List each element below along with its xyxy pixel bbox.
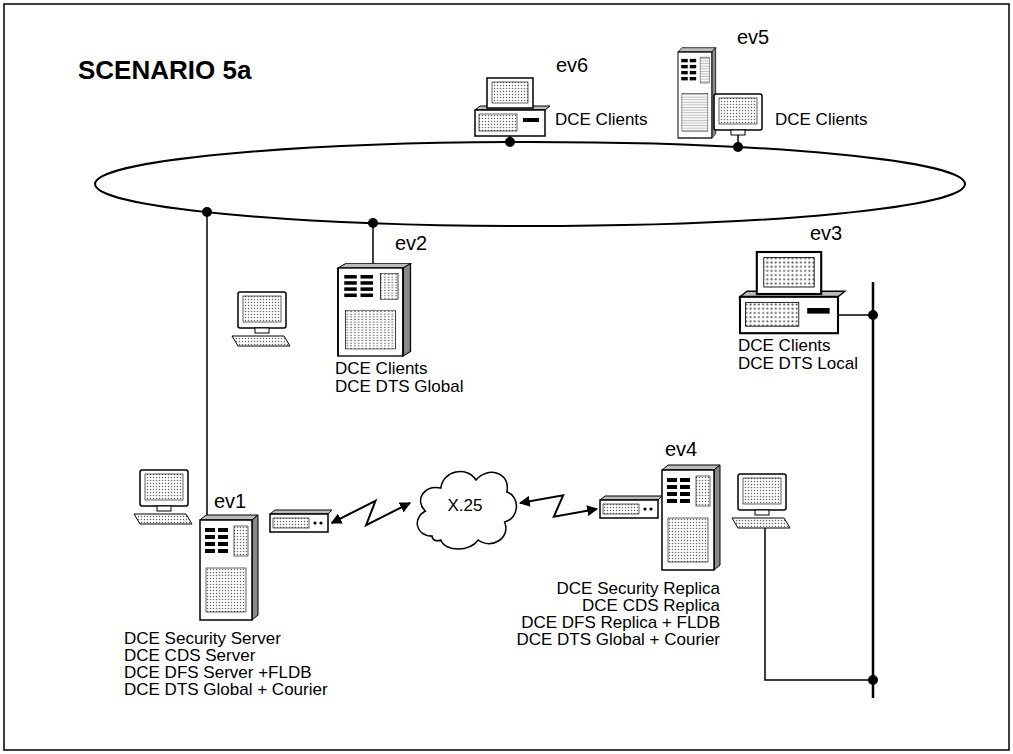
service-label: DCE Security Server [124, 630, 281, 649]
drop-line [838, 314, 873, 316]
service-label: DCE Security Replica [557, 580, 720, 599]
client-host: ev2DCE ClientsDCE DTS Global [228, 230, 467, 402]
network-drop-lines [207, 135, 873, 680]
workstation-icon [134, 470, 192, 524]
desktop-icon [740, 252, 845, 333]
cloud-outline-path [417, 472, 516, 549]
desktop-icon [475, 78, 550, 136]
service-label: DCE Clients [335, 360, 428, 379]
service-label: DCE DTS Local [738, 355, 858, 374]
x25-link [332, 501, 410, 525]
host-name: ev4 [665, 438, 697, 460]
service-label: DCE Clients [738, 337, 831, 356]
network-cloud: X.25 [410, 456, 520, 556]
junction-dot [868, 310, 878, 320]
modem-icon [270, 510, 332, 532]
tower-icon [678, 48, 716, 138]
host-name: ev1 [214, 490, 246, 512]
workstation-icon [232, 292, 290, 346]
service-label: DCE DTS Global + Courier [516, 631, 720, 650]
network-name: X.25 [448, 497, 483, 516]
junction-dot [868, 675, 878, 685]
junction-dot [733, 142, 743, 152]
figure-frame [4, 4, 1009, 750]
service-label: DCE CDS Server [124, 647, 255, 666]
diagram-title: SCENARIO 5a [78, 56, 251, 85]
junction-dot [202, 207, 212, 217]
host-name: ev2 [395, 232, 427, 254]
host-name: ev6 [556, 54, 588, 76]
host-name: ev5 [737, 26, 769, 48]
drop-line [765, 528, 873, 680]
junction-dot [368, 218, 378, 228]
server-host: ev4DCE Security ReplicaDCE CDS ReplicaDC… [597, 436, 807, 672]
junction-dots [202, 137, 878, 685]
service-label: DCE CDS Replica [582, 597, 720, 616]
host-name: ev3 [810, 222, 842, 244]
service-label: DCE DTS Global [335, 378, 463, 397]
service-label: DCE DFS Server +FLDB [124, 664, 312, 683]
x25-link [520, 495, 597, 516]
service-label: DCE DTS Global + Courier [124, 681, 328, 700]
tower-icon [338, 264, 411, 356]
modem-icon [600, 496, 662, 518]
drop-line [206, 212, 208, 516]
service-label: DCE Clients [555, 111, 648, 130]
client-host: ev3DCE ClientsDCE DTS Local [732, 220, 862, 378]
lan-segment [872, 282, 875, 698]
workstation-icon [732, 474, 790, 528]
ring-network [95, 142, 965, 226]
tower-icon [662, 465, 720, 570]
junction-dot [505, 137, 515, 147]
client-host: ev6DCE Clients [470, 52, 660, 136]
tower-icon [200, 515, 258, 620]
drop-line [372, 223, 374, 266]
monitor-icon [714, 94, 762, 135]
service-label: DCE DFS Replica + FLDB [521, 614, 720, 633]
client-host: ev5DCE Clients [672, 24, 882, 138]
server-host: ev1DCE Security ServerDCE CDS ServerDCE … [120, 488, 332, 704]
service-label: DCE Clients [775, 111, 868, 130]
